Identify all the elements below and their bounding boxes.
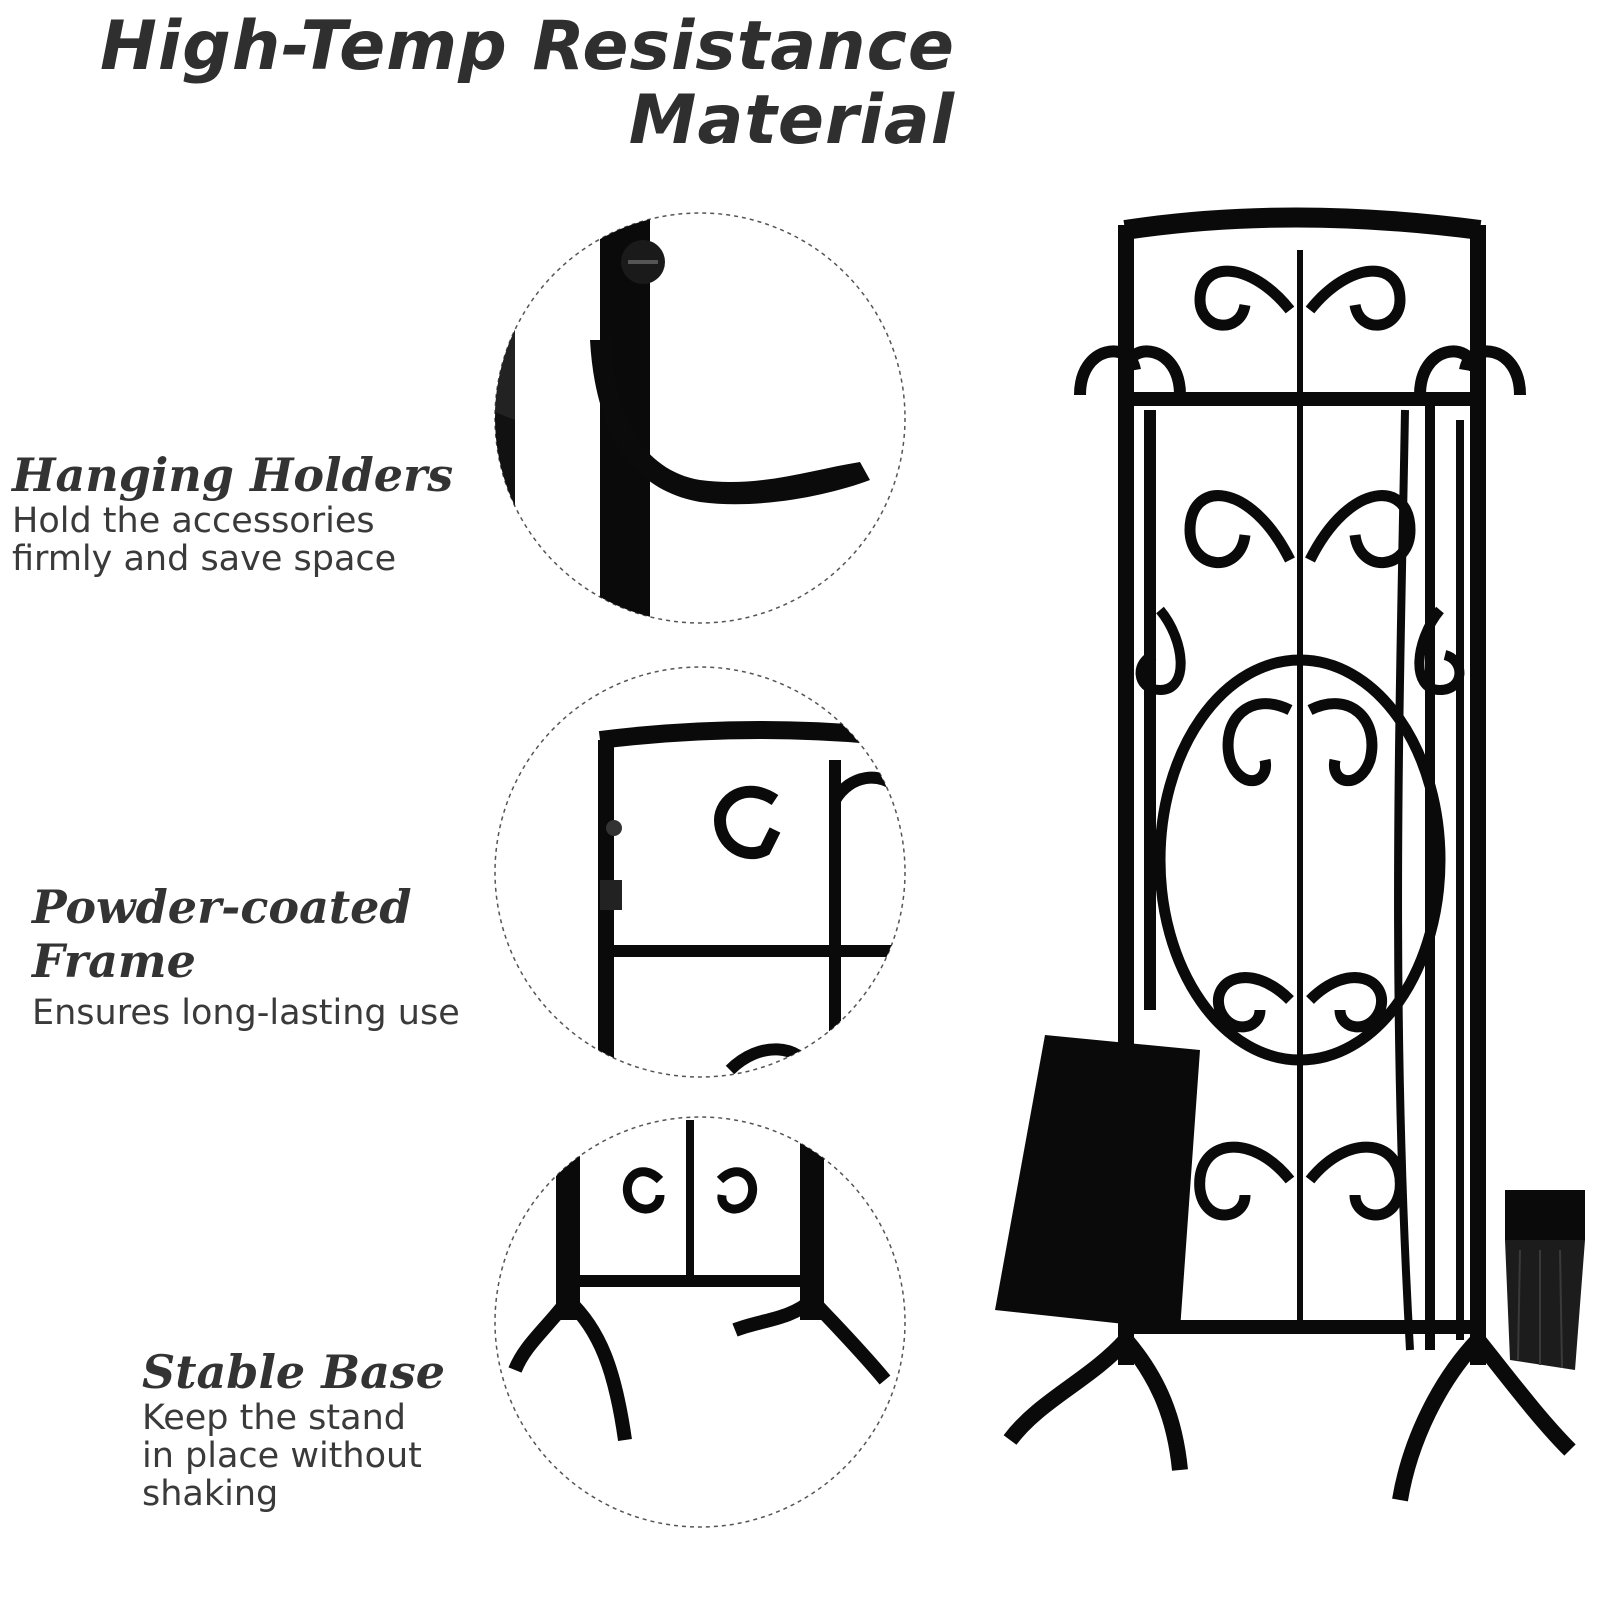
detail-circle-frame (494, 666, 906, 1078)
detail-circle-base (494, 1116, 906, 1528)
feature-description-line: shaking (142, 1474, 279, 1514)
feature-powder-coated-frame: Powder-coated Frame Ensures long-lasting… (32, 880, 460, 1032)
title-line-1: High-Temp Resistance (99, 7, 955, 86)
feature-description-line: Ensures long-lasting use (32, 993, 460, 1033)
feature-description-line: Hold the accessories (12, 501, 375, 541)
fireplace-brush (1505, 1190, 1585, 1370)
feature-description-line: Keep the stand (142, 1398, 406, 1438)
detail-circle-hanging-holder (494, 212, 906, 624)
feature-hanging-holders: Hanging Holders Hold the accessories fir… (12, 448, 453, 578)
feature-title: Hanging Holders (12, 448, 454, 502)
feature-title: Powder-coated (32, 880, 412, 934)
page-title: High-Temp Resistance Material (40, 10, 955, 158)
feature-description-line: firmly and save space (12, 539, 397, 579)
title-line-2: Material (628, 81, 955, 160)
feature-title: Stable Base (142, 1345, 446, 1399)
feature-stable-base: Stable Base Keep the stand in place with… (142, 1345, 445, 1513)
feature-title: Frame (32, 934, 196, 988)
ash-shovel (995, 1035, 1200, 1330)
feature-description-line: in place without (142, 1436, 422, 1476)
